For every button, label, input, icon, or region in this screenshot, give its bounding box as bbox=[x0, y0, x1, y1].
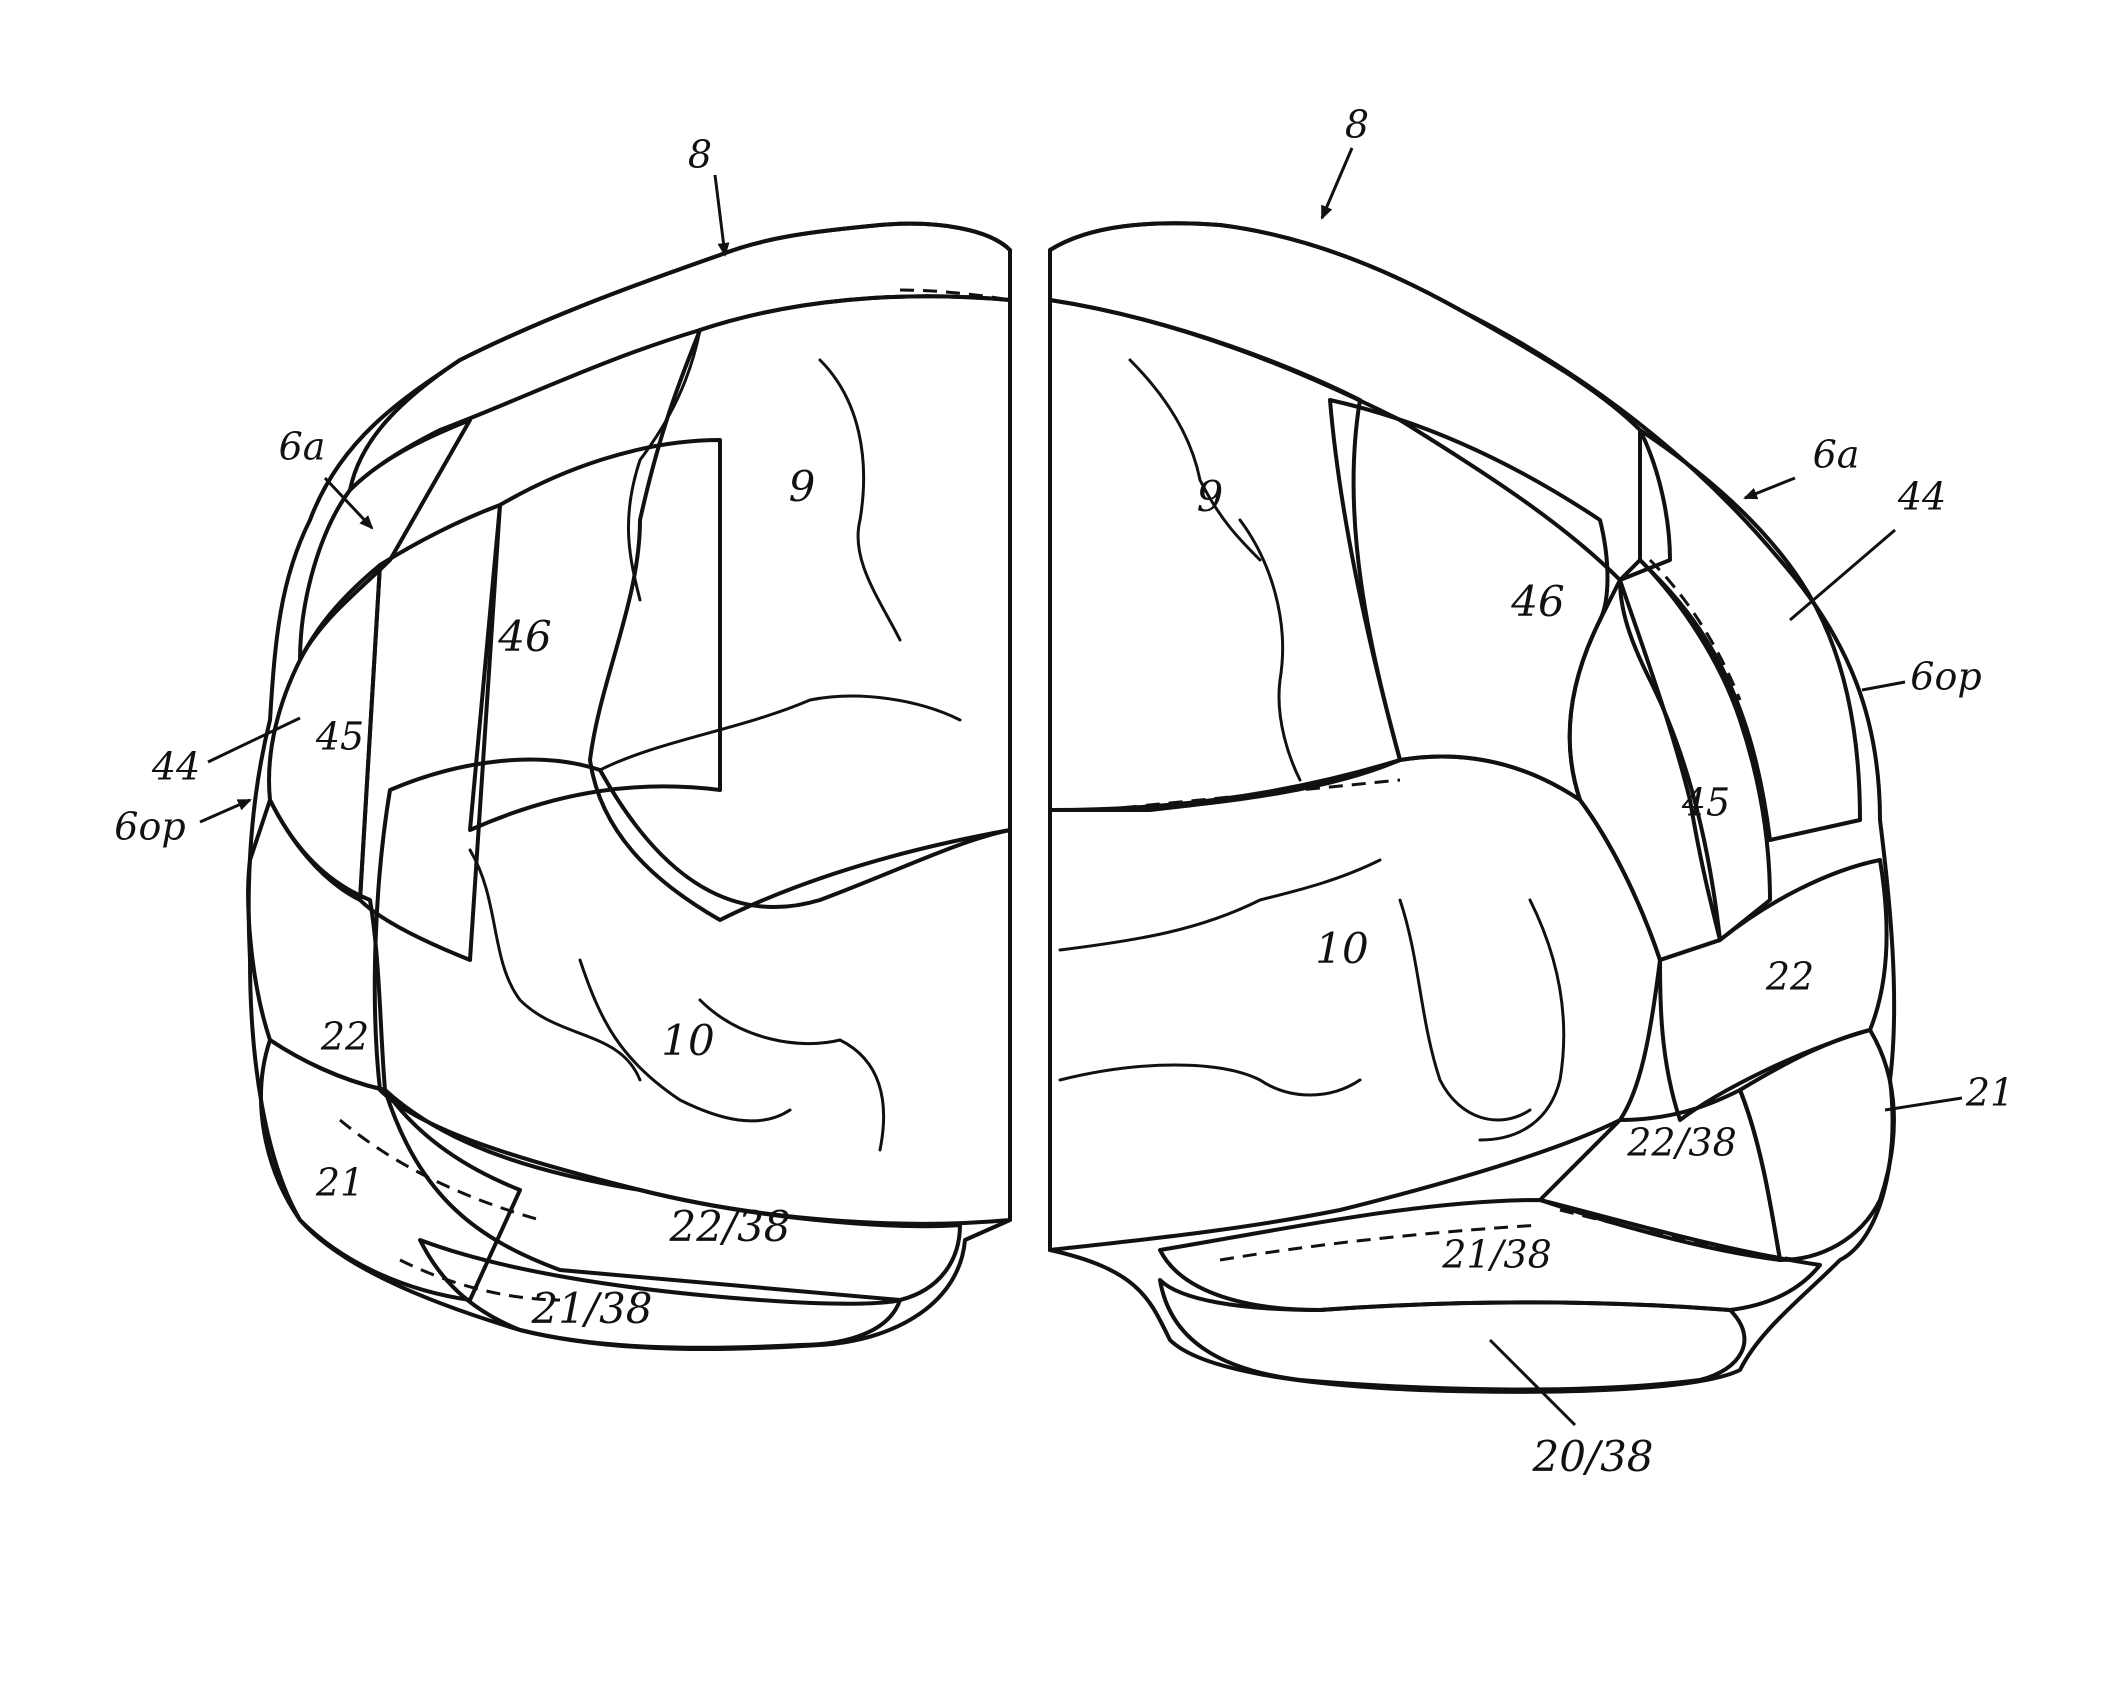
label-left-8: 8 bbox=[688, 133, 712, 177]
label-left-45: 45 bbox=[315, 715, 364, 759]
label-20-38: 20/38 bbox=[1531, 1432, 1653, 1481]
left-dash-3 bbox=[899, 288, 1011, 302]
right-sulcus-2 bbox=[1238, 518, 1302, 782]
label-left-6op: 6op bbox=[114, 805, 185, 849]
right-dash-2 bbox=[1559, 1208, 1801, 1262]
label-left-22-38: 22/38 bbox=[668, 1202, 790, 1251]
right-area-9 bbox=[1048, 298, 1402, 813]
label-right-45: 45 bbox=[1681, 781, 1730, 825]
left-dash-2 bbox=[399, 1258, 561, 1302]
label-left-46: 46 bbox=[497, 612, 551, 661]
right-area-10 bbox=[1048, 754, 1662, 1252]
left-dash-1 bbox=[339, 1118, 541, 1222]
left-sulcus-1 bbox=[627, 328, 702, 602]
arrow-right-8 bbox=[1320, 147, 1354, 220]
left-sulcus-4 bbox=[468, 848, 642, 1082]
label-right-22-38: 22/38 bbox=[1626, 1121, 1737, 1165]
arrow-right-21 bbox=[1884, 1096, 1963, 1112]
label-left-10: 10 bbox=[661, 1016, 714, 1065]
label-right-9: 9 bbox=[1197, 472, 1224, 521]
label-right-44: 44 bbox=[1897, 475, 1946, 519]
label-left-9: 9 bbox=[789, 462, 816, 511]
arrow-right-44 bbox=[1789, 528, 1896, 622]
arrow-left-8 bbox=[713, 174, 730, 257]
right-sulcus-3 bbox=[1058, 858, 1382, 952]
left-sulcus-6 bbox=[578, 958, 792, 1123]
label-left-6a: 6a bbox=[279, 425, 326, 469]
right-dash-4 bbox=[1219, 1223, 1541, 1262]
label-right-6a: 6a bbox=[1813, 433, 1860, 477]
arrow-left-6a bbox=[323, 476, 374, 530]
right-sulcus-1 bbox=[1128, 358, 1262, 562]
label-left-21: 21 bbox=[315, 1161, 364, 1205]
right-hemisphere-outline bbox=[1048, 221, 1897, 1394]
label-left-44: 44 bbox=[151, 745, 200, 789]
label-right-21: 21 bbox=[1965, 1071, 2014, 1115]
label-left-21-38: 21/38 bbox=[530, 1284, 652, 1333]
left-sulcus-3 bbox=[598, 694, 962, 772]
arrows bbox=[199, 147, 1963, 1427]
arrow-left-6op bbox=[199, 798, 252, 824]
labels: 8 8 6a 6a 44 44 6op 6op 45 45 46 46 9 9 … bbox=[114, 103, 2014, 1482]
right-sulcus-6 bbox=[1478, 898, 1566, 1142]
left-sulcus-5 bbox=[698, 998, 886, 1152]
arrow-right-6op bbox=[1861, 680, 1906, 692]
arrow-right-6a bbox=[1743, 476, 1796, 500]
right-sulcus-5 bbox=[1398, 898, 1532, 1122]
right-area-46 bbox=[1328, 398, 1610, 802]
arrow-left-44 bbox=[207, 716, 301, 764]
label-right-6op: 6op bbox=[1910, 655, 1981, 699]
arrow-right-20-38 bbox=[1488, 1338, 1577, 1427]
left-sulcus-2 bbox=[818, 358, 902, 642]
label-right-46: 46 bbox=[1510, 577, 1564, 626]
left-area-22-38 bbox=[383, 1088, 962, 1302]
left-area-46 bbox=[468, 438, 722, 832]
label-right-10: 10 bbox=[1315, 924, 1368, 973]
label-right-22: 22 bbox=[1765, 955, 1814, 999]
right-dash-1 bbox=[1099, 778, 1401, 812]
label-right-8: 8 bbox=[1345, 103, 1369, 147]
label-right-21-38: 21/38 bbox=[1441, 1233, 1552, 1277]
left-area-8 bbox=[348, 221, 1012, 492]
right-dash-3 bbox=[1648, 558, 1742, 701]
label-left-22: 22 bbox=[320, 1015, 369, 1059]
right-hemisphere bbox=[1048, 221, 1897, 1394]
right-sulcus-4 bbox=[1058, 1063, 1362, 1097]
right-area-6a bbox=[1638, 428, 1862, 842]
left-area-9 bbox=[588, 294, 1012, 922]
left-area-6a bbox=[298, 418, 472, 662]
